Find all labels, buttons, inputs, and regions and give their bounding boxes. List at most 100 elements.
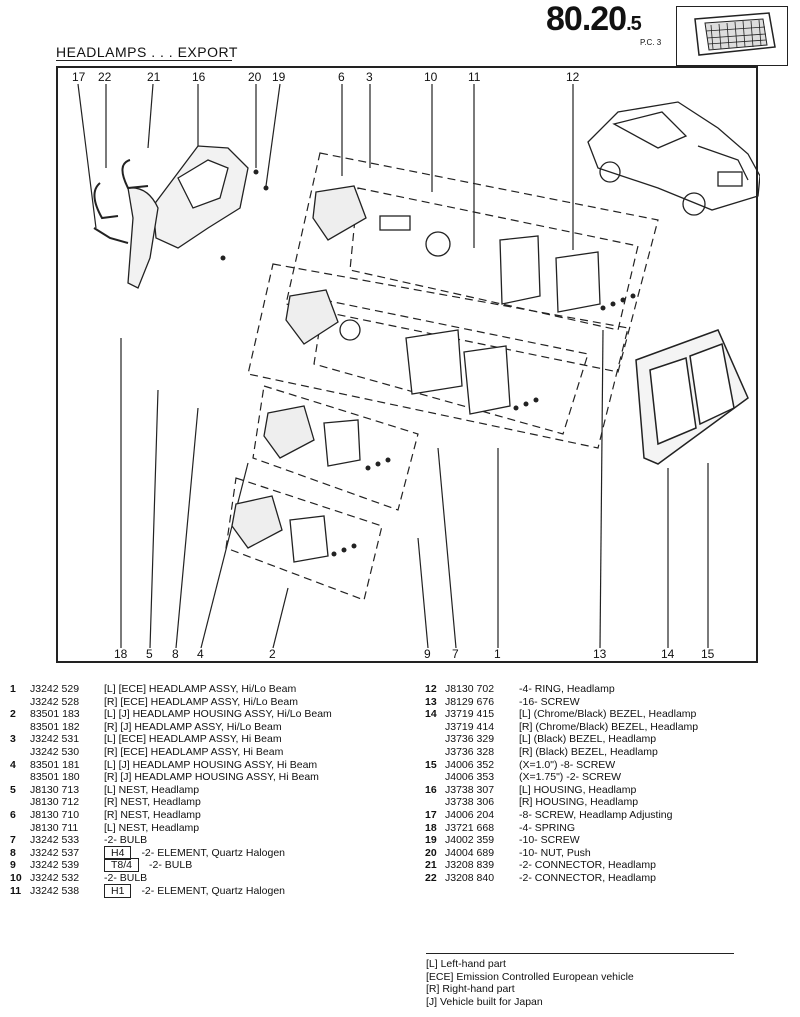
part-ref: 1 bbox=[10, 683, 16, 695]
part-number: J8130 713 bbox=[30, 783, 80, 796]
part-number: 83501 181 bbox=[30, 758, 80, 771]
headlamp-thumbnail-icon bbox=[676, 6, 788, 66]
part-number: J3242 529 bbox=[30, 683, 80, 695]
callout-12: 12 bbox=[566, 70, 580, 84]
part-number: 83501 180 bbox=[30, 771, 80, 784]
part-number: 83501 182 bbox=[30, 720, 80, 733]
part-number: J3719 415 bbox=[445, 708, 495, 721]
part-number: J8130 711 bbox=[30, 821, 79, 834]
part-description: -2- BULB bbox=[104, 834, 148, 847]
callout-8: 8 bbox=[172, 647, 179, 661]
part-description-text: -2- ELEMENT, Quartz Halogen bbox=[141, 884, 285, 897]
exploded-diagram: 17 22 21 16 20 19 6 3 10 11 12 18 5 8 4 … bbox=[56, 66, 760, 663]
diagram-drawing bbox=[77, 83, 760, 649]
part-ref: 20 bbox=[425, 846, 437, 859]
legend-rule bbox=[426, 953, 734, 954]
part-ref: 13 bbox=[425, 695, 437, 708]
part-description: T8/4 -2- BULB bbox=[104, 858, 410, 873]
callout-11: 11 bbox=[468, 70, 481, 84]
part-description: [R] HOUSING, Headlamp bbox=[519, 796, 639, 809]
part-ref bbox=[425, 721, 445, 734]
part-description: (X=1.75") -2- SCREW bbox=[519, 771, 622, 784]
parts-row: J3736 328[R] (Black) BEZEL, Headlamp bbox=[425, 746, 795, 759]
part-ref bbox=[425, 746, 445, 759]
part-ref: 17 bbox=[425, 808, 437, 821]
part-number: J3242 532 bbox=[30, 871, 80, 884]
parts-row: 83501 182 [R] [J] HEADLAMP ASSY, Hi/Lo Be… bbox=[10, 721, 410, 734]
parts-row: J3242 528 [R] [ECE] HEADLAMP ASSY, Hi/Lo … bbox=[10, 696, 410, 709]
part-description: -8- SCREW, Headlamp Adjusting bbox=[519, 808, 673, 821]
part-ref: 10 bbox=[10, 871, 22, 884]
part-description: [R] [J] HEADLAMP ASSY, Hi/Lo Beam bbox=[104, 720, 282, 733]
part-number: J4004 689 bbox=[445, 846, 495, 859]
part-ref bbox=[10, 796, 30, 809]
callout-10: 10 bbox=[424, 70, 438, 84]
callout-9: 9 bbox=[424, 647, 431, 661]
title-underline bbox=[56, 60, 232, 61]
part-ref: 4 bbox=[10, 758, 16, 771]
part-description: H1 -2- ELEMENT, Quartz Halogen bbox=[104, 883, 410, 898]
page-code-main: 80.20 bbox=[546, 0, 627, 38]
callout-18: 18 bbox=[114, 647, 128, 661]
part-number: J3719 414 bbox=[445, 720, 495, 733]
callout-14: 14 bbox=[661, 647, 675, 661]
part-ref bbox=[425, 771, 445, 784]
part-number: J3208 840 bbox=[445, 871, 495, 884]
parts-row: J4006 353(X=1.75") -2- SCREW bbox=[425, 771, 795, 784]
part-description: [L] [J] HEADLAMP HOUSING ASSY, Hi/Lo Bea… bbox=[104, 708, 332, 721]
callout-2: 2 bbox=[269, 647, 276, 661]
part-ref: 12 bbox=[425, 683, 437, 695]
part-ref: 9 bbox=[10, 859, 16, 872]
part-description: -2- CONNECTOR, Headlamp bbox=[519, 871, 656, 884]
part-ref bbox=[425, 733, 445, 746]
part-number: J8130 712 bbox=[30, 796, 80, 809]
legend-item: [R] Right-hand part bbox=[426, 983, 515, 996]
parts-row: J3736 329[L] (Black) BEZEL, Headlamp bbox=[425, 733, 795, 746]
part-description: H4-2- ELEMENT, Quartz Halogen bbox=[104, 845, 410, 860]
bulb-type-box: H1 bbox=[104, 883, 132, 898]
part-description: [R] NEST, Headlamp bbox=[104, 808, 201, 821]
part-number: J3242 530 bbox=[30, 745, 80, 758]
part-description: -2- CONNECTOR, Headlamp bbox=[519, 859, 656, 872]
page-code: 80.20.5 bbox=[546, 0, 642, 39]
part-description: [R] [ECE] HEADLAMP ASSY, Hi Beam bbox=[104, 745, 284, 758]
part-description: -16- SCREW bbox=[519, 695, 580, 708]
part-description: [R] NEST, Headlamp bbox=[104, 796, 201, 809]
part-description: [L] [ECE] HEADLAMP ASSY, Hi/Lo Beam bbox=[104, 683, 297, 695]
callout-19: 19 bbox=[272, 70, 286, 84]
legend-item: [L] Left-hand part bbox=[426, 958, 506, 970]
part-number: J3242 538 bbox=[30, 884, 80, 897]
part-ref: 15 bbox=[425, 758, 437, 771]
bulb-type-box: T8/4 bbox=[104, 858, 140, 873]
part-ref: 14 bbox=[425, 708, 437, 721]
page-code-sub: .5 bbox=[626, 13, 642, 35]
part-ref: 3 bbox=[10, 733, 16, 746]
part-number: J3242 528 bbox=[30, 695, 80, 708]
part-description: [L] HOUSING, Headlamp bbox=[519, 783, 637, 796]
part-ref bbox=[425, 796, 445, 809]
part-description: (X=1.0") -8- SCREW bbox=[519, 758, 616, 771]
callout-1: 1 bbox=[494, 647, 501, 661]
parts-row: J3738 306[R] HOUSING, Headlamp bbox=[425, 796, 795, 809]
part-description-text: -2- BULB bbox=[149, 859, 193, 872]
legend-item: [ECE] Emission Controlled European vehic… bbox=[426, 970, 634, 983]
part-number: J3736 329 bbox=[445, 733, 495, 746]
part-description: -4- SPRING bbox=[519, 821, 576, 834]
part-description: [R] [ECE] HEADLAMP ASSY, Hi/Lo Beam bbox=[104, 695, 298, 708]
part-number: J3242 531 bbox=[30, 733, 80, 746]
part-description: -10- NUT, Push bbox=[519, 846, 591, 859]
section-title: HEADLAMPS . . . EXPORT bbox=[56, 44, 238, 60]
parts-row: J3242 530 [R] [ECE] HEADLAMP ASSY, Hi Bea… bbox=[10, 746, 410, 759]
